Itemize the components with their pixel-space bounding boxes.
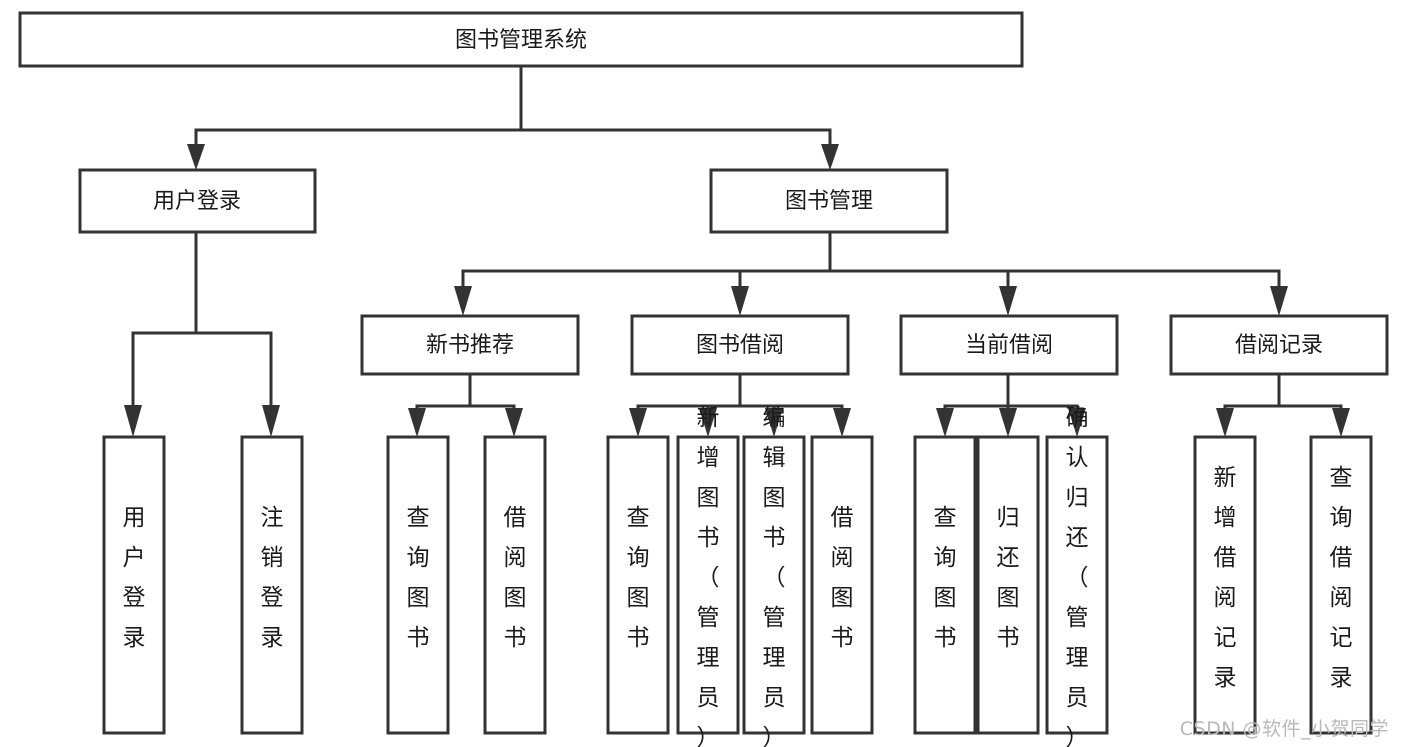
edges-group bbox=[124, 64, 1350, 437]
leaf-node[interactable]: 新增图书（管理员） bbox=[676, 405, 740, 747]
leaf-box-query-record[interactable] bbox=[1309, 435, 1373, 735]
leaf-label-borrow-book-1: 借阅图书 bbox=[504, 505, 527, 651]
arrow-to-leaf-query-record bbox=[1332, 408, 1350, 437]
leaf-label-query-book-3: 查询图书 bbox=[934, 505, 957, 651]
user-login-label: 用户登录 bbox=[153, 189, 241, 214]
edge-borrowrecord-bus bbox=[1223, 372, 1343, 416]
node-borrow-record[interactable]: 借阅记录 bbox=[1169, 314, 1389, 376]
leaf-label-confirm-return: 确认归还（管理员） bbox=[1066, 405, 1089, 747]
leaf-box-borrow-book-2[interactable] bbox=[810, 435, 874, 735]
arrow-to-user-login bbox=[187, 144, 205, 170]
leaf-box-query-book-2[interactable] bbox=[606, 435, 670, 735]
node-current-borrow[interactable]: 当前借阅 bbox=[899, 314, 1119, 376]
leaf-box-edit-book[interactable] bbox=[742, 435, 806, 735]
edge-bookmanage-bus bbox=[461, 230, 1281, 294]
leaf-box-confirm-return[interactable] bbox=[1045, 435, 1109, 735]
edge-bookborrow-bus bbox=[636, 372, 844, 416]
leaf-box-add-record[interactable] bbox=[1193, 435, 1257, 735]
book-manage-label: 图书管理 bbox=[785, 189, 873, 214]
edge-root-bus bbox=[194, 64, 832, 154]
leaf-node[interactable]: 用户登录 bbox=[102, 435, 166, 735]
leaf-node[interactable]: 查询图书 bbox=[606, 435, 670, 735]
arrow-to-leaf-add-book bbox=[699, 408, 717, 437]
arrow-to-leaf-query-book-1 bbox=[408, 408, 426, 437]
edge-userlogin-bus bbox=[131, 230, 273, 414]
arrow-to-leaf-query-book-2 bbox=[629, 408, 647, 437]
user-login-box[interactable] bbox=[78, 168, 317, 234]
leaf-node[interactable]: 借阅图书 bbox=[810, 435, 874, 735]
leaf-box-query-book-1[interactable] bbox=[386, 435, 450, 735]
leaf-box-return-book[interactable] bbox=[976, 435, 1040, 735]
borrow-record-box[interactable] bbox=[1169, 314, 1389, 376]
leaf-label-borrow-book-2: 借阅图书 bbox=[831, 505, 854, 651]
arrow-to-leaf-user-login bbox=[124, 405, 142, 437]
arrow-to-book-manage bbox=[821, 144, 839, 170]
arrow-to-leaf-query-book-3 bbox=[936, 408, 954, 437]
leaf-box-logout[interactable] bbox=[240, 435, 304, 735]
arrow-to-leaf-confirm-return bbox=[1068, 408, 1086, 437]
edge-newbook-bus bbox=[415, 372, 516, 416]
leaf-box-query-book-3[interactable] bbox=[913, 435, 977, 735]
arrow-to-leaf-return-book bbox=[999, 408, 1017, 437]
arrow-to-leaf-borrow-book-1 bbox=[505, 408, 523, 437]
leaf-node[interactable]: 借阅图书 bbox=[483, 435, 547, 735]
node-user-login[interactable]: 用户登录 bbox=[78, 168, 317, 234]
leaf-box-add-book[interactable] bbox=[676, 435, 740, 735]
leaf-label-query-book-1: 查询图书 bbox=[407, 505, 430, 651]
leaf-label-logout: 注销登录 bbox=[261, 505, 284, 651]
leaf-box-borrow-book-1[interactable] bbox=[483, 435, 547, 735]
node-root[interactable]: 图书管理系统 bbox=[18, 11, 1024, 68]
book-manage-box[interactable] bbox=[709, 168, 949, 234]
arrow-to-leaf-borrow-book-2 bbox=[833, 408, 851, 437]
leaf-node[interactable]: 编辑图书（管理员） bbox=[742, 405, 806, 747]
leaf-label-query-record: 查询借阅记录 bbox=[1330, 465, 1353, 691]
leaf-label-add-book: 新增图书（管理员） bbox=[697, 405, 720, 747]
leaf-label-return-book: 归还图书 bbox=[997, 505, 1020, 651]
arrow-to-borrow-record bbox=[1270, 286, 1288, 316]
root-label: 图书管理系统 bbox=[455, 28, 587, 53]
leaf-box-user-login[interactable] bbox=[102, 435, 166, 735]
arrow-to-leaf-logout bbox=[262, 405, 280, 437]
borrow-record-label: 借阅记录 bbox=[1235, 333, 1323, 358]
new-book-recommend-box[interactable] bbox=[360, 314, 580, 376]
current-borrow-label: 当前借阅 bbox=[965, 333, 1053, 358]
leaf-node[interactable]: 注销登录 bbox=[240, 435, 304, 735]
leaf-label-edit-book: 编辑图书（管理员） bbox=[763, 405, 786, 747]
book-borrow-label: 图书借阅 bbox=[696, 333, 784, 358]
arrow-to-leaf-edit-book bbox=[765, 408, 783, 437]
leaf-node[interactable]: 查询图书 bbox=[913, 435, 977, 735]
book-borrow-box[interactable] bbox=[630, 314, 850, 376]
leaf-node[interactable]: 查询图书 bbox=[386, 435, 450, 735]
node-book-manage[interactable]: 图书管理 bbox=[709, 168, 949, 234]
arrow-to-current-borrow bbox=[999, 286, 1017, 316]
csdn-watermark: CSDN @软件_小贺同学 bbox=[1179, 718, 1389, 740]
leaf-node[interactable]: 查询借阅记录 bbox=[1309, 435, 1373, 735]
leaf-node[interactable]: 新增借阅记录 bbox=[1193, 435, 1257, 735]
new-book-recommend-label: 新书推荐 bbox=[426, 333, 514, 358]
leaf-node[interactable]: 确认归还（管理员） bbox=[1045, 405, 1109, 747]
node-book-borrow[interactable]: 图书借阅 bbox=[630, 314, 850, 376]
leaf-label-add-record: 新增借阅记录 bbox=[1214, 465, 1237, 691]
arrow-to-leaf-add-record bbox=[1216, 408, 1234, 437]
current-borrow-box[interactable] bbox=[899, 314, 1119, 376]
root-box[interactable] bbox=[18, 11, 1024, 68]
leaf-label-user-login: 用户登录 bbox=[123, 505, 146, 651]
arrow-to-book-borrow bbox=[731, 286, 749, 316]
node-new-book-recommend[interactable]: 新书推荐 bbox=[360, 314, 580, 376]
leaf-label-query-book-2: 查询图书 bbox=[627, 505, 650, 651]
leaf-node[interactable]: 归还图书 bbox=[976, 435, 1040, 735]
arrow-to-new-book-recommend bbox=[454, 286, 472, 316]
